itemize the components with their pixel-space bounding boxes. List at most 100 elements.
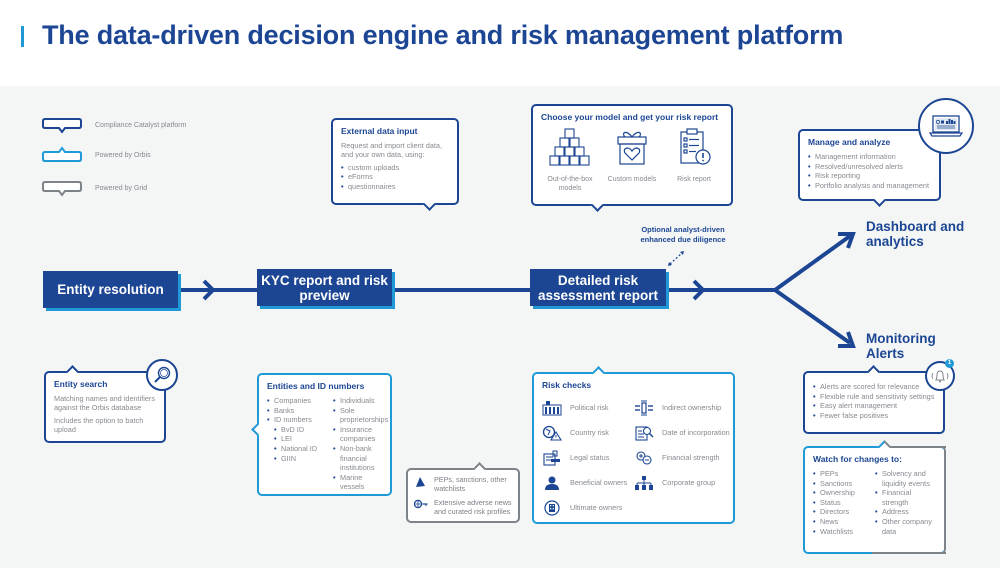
risk-item-corporate-group: Corporate group <box>634 470 734 495</box>
branch-line-up <box>773 234 852 292</box>
risk-item-political: Political risk <box>542 395 634 420</box>
list-item: National ID <box>267 444 333 454</box>
stage-entity-resolution[interactable]: Entity resolution <box>43 271 178 308</box>
speech-bubble-dark-blue-icon <box>42 118 82 134</box>
choose-model-box: Choose your model and get your risk repo… <box>531 104 733 212</box>
outcome-dashboard[interactable]: Dashboard and analytics <box>866 219 965 249</box>
list-item: Solvency and liquidity events <box>875 469 936 488</box>
model-caption: Custom models <box>607 176 657 183</box>
list-item: PEPs <box>813 469 875 479</box>
chevron-right-icon <box>202 279 216 301</box>
list-item: eForms <box>341 172 449 182</box>
box-title: Choose your model and get your risk repo… <box>541 112 719 122</box>
chevron-right-icon <box>692 279 706 301</box>
stage-detailed-risk-assessment[interactable]: Detailed risk assessment report <box>530 269 666 306</box>
risk-item-label: Political risk <box>570 403 609 412</box>
box-title: Risk checks <box>542 380 592 390</box>
list-item: questionnaires <box>341 182 449 192</box>
list-item: Individuals <box>333 396 388 406</box>
risk-item-label: Ultimate owners <box>570 503 623 512</box>
building-circle-icon <box>544 499 560 516</box>
legend-item-grid: Powered by Grid <box>42 179 147 197</box>
alerts-features-box: Alerts are scored for relevance Flexible… <box>803 365 945 434</box>
risk-item-legal-status: Legal status <box>542 445 634 470</box>
flag-icon <box>416 477 425 487</box>
list-item: Companies <box>267 396 333 406</box>
list-item: Sole proprietorships <box>333 406 388 425</box>
risk-item-date-incorporation: Date of incorporation <box>634 420 734 445</box>
box-text: Includes the option to batch upload <box>54 415 144 434</box>
risk-item-label: Date of incorporation <box>662 428 730 437</box>
list-item: Resolved/unresolved alerts <box>808 162 931 172</box>
cubes-icon <box>549 128 590 166</box>
model-risk-report[interactable]: Risk report <box>665 127 723 193</box>
list-item: Non-bank financial institutions <box>333 444 388 473</box>
risk-item-indirect-ownership: Indirect ownership <box>634 395 734 420</box>
page-title: The data-driven decision engine and risk… <box>42 20 844 50</box>
legend-label: Powered by Grid <box>95 184 148 192</box>
legend-label: Powered by Orbis <box>95 151 151 159</box>
box-text: Request and import client data, and your… <box>341 141 442 160</box>
entities-list-right: IndividualsSole proprietorshipsInsurance… <box>333 396 388 492</box>
list-item: Risk reporting <box>808 171 931 181</box>
model-custom[interactable]: Custom models <box>603 127 661 193</box>
list-item: custom uploads <box>341 163 449 173</box>
entities-id-numbers-box: Entities and ID numbers CompaniesBanksID… <box>251 373 392 496</box>
external-data-input-box: External data input Request and import c… <box>331 118 459 211</box>
list-item: Banks <box>267 406 333 416</box>
plus-minus-coins-icon <box>636 450 652 465</box>
gift-heart-icon <box>617 131 647 165</box>
manage-list: Management information Resolved/unresolv… <box>808 152 931 190</box>
watch-list-left: PEPsSanctionsOwnershipStatusDirectorsNew… <box>813 469 875 536</box>
stage-kyc-report[interactable]: KYC report and risk preview <box>257 269 392 306</box>
risk-item-beneficial-owners: Beneficial owners <box>542 470 634 495</box>
box-title: Watch for changes to: <box>813 454 902 464</box>
list-item: Flexible rule and sensitivity settings <box>813 392 935 402</box>
person-icon <box>545 476 559 490</box>
org-chart-icon <box>635 475 653 490</box>
list-item: Easy alert management <box>813 401 935 411</box>
external-data-list: custom uploads eForms questionnaires <box>341 163 449 192</box>
legend-label: Compliance Catalyst platform <box>95 121 187 129</box>
risk-item-label: Financial strength <box>662 453 720 462</box>
list-item: GIIN <box>267 454 333 464</box>
legend-item-orbis: Powered by Orbis <box>42 146 151 164</box>
model-caption: Risk report <box>677 176 711 183</box>
list-item: Directors <box>813 507 875 517</box>
arrow-tip-up <box>680 251 684 255</box>
box-text: Matching names and identifiers against t… <box>54 394 155 413</box>
list-item: Marine vessels <box>333 473 388 492</box>
speech-bubble-grey-icon <box>42 181 82 197</box>
manage-analyze-box: Manage and analyze Management informatio… <box>798 129 941 207</box>
alerts-list: Alerts are scored for relevance Flexible… <box>813 382 935 420</box>
list-item: BvD ID <box>267 425 333 435</box>
list-item: Financial strength <box>875 488 936 507</box>
box-title: Entities and ID numbers <box>267 381 365 391</box>
stamp-document-icon <box>543 450 560 466</box>
risk-item-label: Beneficial owners <box>570 478 628 487</box>
clipboard-alert-icon <box>680 128 711 165</box>
list-item: ID numbers <box>267 415 333 425</box>
model-out-of-the-box[interactable]: Out-of-the-box models <box>541 127 599 193</box>
government-building-icon <box>542 400 562 415</box>
risk-checks-left-column: Political risk Country risk Lega <box>542 395 634 520</box>
risk-checks-box: Risk checks Political risk Country risk <box>532 366 735 524</box>
list-item: Ownership <box>813 488 875 498</box>
magnifier-icon <box>146 359 178 391</box>
arrow-head-down <box>838 331 856 348</box>
risk-item-country: Country risk <box>542 420 634 445</box>
list-item: Portfolio analysis and management <box>808 181 931 191</box>
risk-item-label: Country risk <box>570 428 609 437</box>
grid-item-watchlists: PEPs, sanctions, other watchlists <box>414 475 512 493</box>
grid-item-label: Extensive adverse news and curated risk … <box>434 498 512 516</box>
grid-watchlists-box: PEPs, sanctions, other watchlists Extens… <box>406 462 520 523</box>
outcome-monitoring-alerts[interactable]: Monitoring Alerts <box>866 331 936 361</box>
grid-item-adverse-news: Extensive adverse news and curated risk … <box>414 498 512 516</box>
notification-badge: 1 <box>945 359 954 368</box>
model-caption: Out-of-the-box models <box>547 176 593 192</box>
list-item: Management information <box>808 152 931 162</box>
arrow-head-up <box>838 232 856 249</box>
title-accent-bar <box>21 26 24 47</box>
risk-item-label: Corporate group <box>662 478 716 487</box>
